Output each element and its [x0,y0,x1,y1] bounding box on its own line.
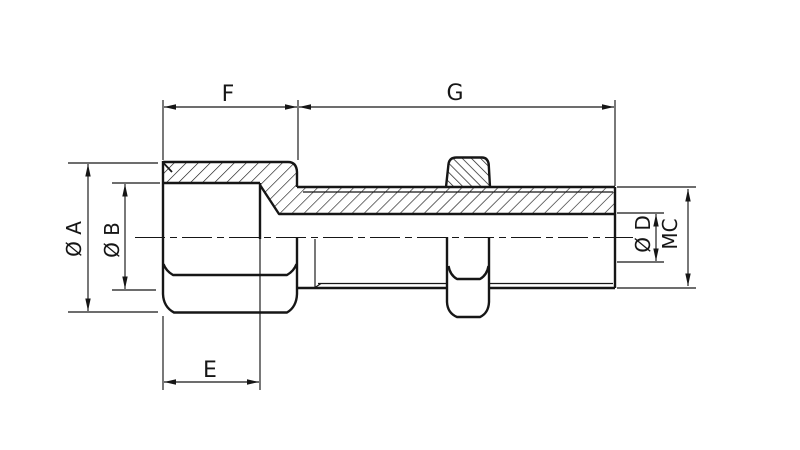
locknut-flat-line [447,265,490,281]
dim-b-label: Ø B [100,222,124,258]
dim-b-arrow-bottom [122,276,128,289]
dim-f-extension-lines [162,100,299,160]
socket-bore-edges [163,181,615,239]
dim-a-extension-lines [68,162,158,313]
section-hatching [163,157,615,214]
hex-body-top-edge [163,160,299,187]
dim-a-label: Ø A [62,221,86,257]
hex-body-flat-line [162,263,298,277]
dim-b-extension-lines [112,182,160,291]
dim-e-arrow-right [247,379,259,385]
dim-f-arrow-right [285,104,297,110]
dim-g-label: G [446,81,463,106]
locknut-bottom-outline [445,237,491,319]
thread-runout-line [314,239,322,288]
dim-d-arrow-bottom [653,248,659,261]
dimension-g: G [299,81,616,186]
dimension-thread-mc: MC [617,186,696,289]
dim-d-label: Ø D [631,215,655,253]
socket-opening-chamfer [162,162,173,173]
hex-body-left-face-and-bottom [161,161,299,314]
locknut-section-hatch [446,157,490,187]
dim-g-arrow-left [299,104,311,110]
dim-e-extension-lines [162,239,261,390]
part-outline [161,156,617,319]
dim-d-extension-lines [617,212,664,263]
dim-a-arrow-top [85,164,91,177]
dim-a-arrow-bottom [85,298,91,311]
locknut-section-outline [444,156,492,188]
dim-e-label: E [203,358,217,383]
dimension-f: F [162,82,299,160]
dim-mc-arrow-top [685,189,691,202]
dimension-e: E [162,239,261,390]
dim-mc-label: MC [658,218,682,249]
dimension-dia-b: Ø B [100,182,160,291]
dim-f-label: F [222,82,235,107]
dim-e-arrow-left [164,379,176,385]
dim-f-arrow-left [164,104,176,110]
dim-d-arrow-top [653,214,659,227]
dimension-dia-a: Ø A [62,162,158,313]
dimension-dia-d: Ø D [617,212,664,263]
dim-g-arrow-right [602,104,614,110]
dim-mc-extension-lines [617,186,696,289]
dim-b-arrow-top [122,184,128,197]
dim-mc-arrow-bottom [685,273,691,286]
